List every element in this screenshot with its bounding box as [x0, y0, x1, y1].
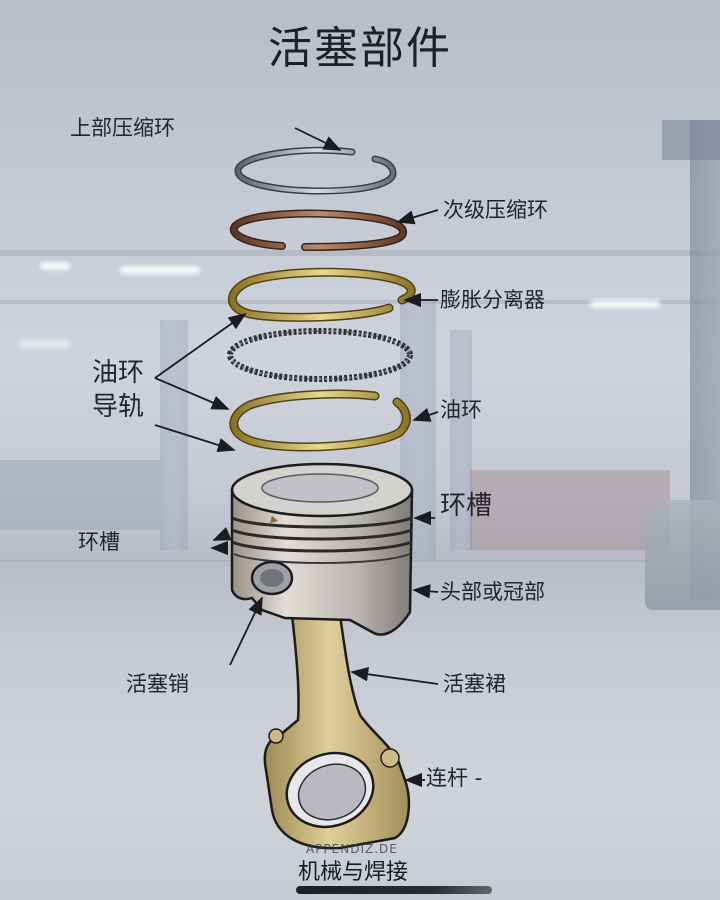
ceiling-lamp — [120, 266, 200, 274]
label-connecting-rod: 连杆 - — [426, 766, 483, 790]
label-ring-groove-left: 环槽 — [78, 530, 120, 554]
ceiling-lamp — [40, 262, 70, 270]
label-ring-groove-right: 环槽 — [440, 491, 493, 521]
arrow-oil-rail-upper — [154, 312, 247, 379]
arrow-piston-skirt — [350, 667, 439, 685]
ceiling-beam — [0, 250, 720, 256]
upper-oil-rail — [227, 267, 416, 322]
pillar-cap — [662, 120, 720, 160]
workbench — [470, 470, 670, 550]
ceiling-beam — [0, 300, 720, 304]
label-oil-ring: 油环 — [440, 398, 482, 422]
diagram-title: 活塞部件 — [268, 23, 452, 74]
callout-arrows — [154, 127, 439, 788]
ceiling-lamp — [590, 300, 660, 308]
connecting-rod — [263, 613, 411, 850]
label-top-compression-ring: 上部压缩环 — [70, 116, 175, 140]
arrow-oil-ring — [412, 408, 439, 422]
lower-oil-rail — [229, 389, 411, 452]
expander-ring — [227, 328, 413, 382]
label-oil-ring-rails-line1: 油环 — [92, 358, 145, 388]
arrow-second-compression-ring — [396, 209, 439, 225]
piston — [230, 462, 414, 636]
second-compression-ring — [230, 209, 407, 251]
arrow-oil-rail-bottom — [154, 424, 236, 452]
car-silhouette — [645, 500, 720, 610]
label-head-or-crown: 头部或冠部 — [440, 580, 545, 604]
label-second-compression-ring: 次级压缩环 — [443, 198, 548, 222]
arrow-ring-groove-left-1 — [212, 527, 232, 541]
top-compression-ring — [234, 146, 397, 195]
label-oil-ring-rails-line2: 导轨 — [92, 392, 145, 422]
footer-brand: 机械与焊接 — [298, 860, 409, 885]
label-piston-skirt: 活塞裙 — [443, 672, 506, 696]
label-expander-separator: 膨胀分离器 — [440, 288, 545, 312]
workbench — [0, 460, 160, 530]
arrow-head-or-crown — [412, 584, 439, 599]
ceiling-lamp — [20, 340, 70, 348]
pillar — [450, 330, 472, 550]
label-piston-pin: 活塞销 — [126, 672, 189, 696]
arrow-top-compression-ring — [294, 127, 342, 151]
arrow-oil-rail-lower — [154, 377, 230, 410]
watermark: APPENDIZ.DE — [306, 842, 398, 856]
arrow-piston-pin — [229, 596, 263, 666]
footer-brush-stroke — [296, 886, 492, 894]
